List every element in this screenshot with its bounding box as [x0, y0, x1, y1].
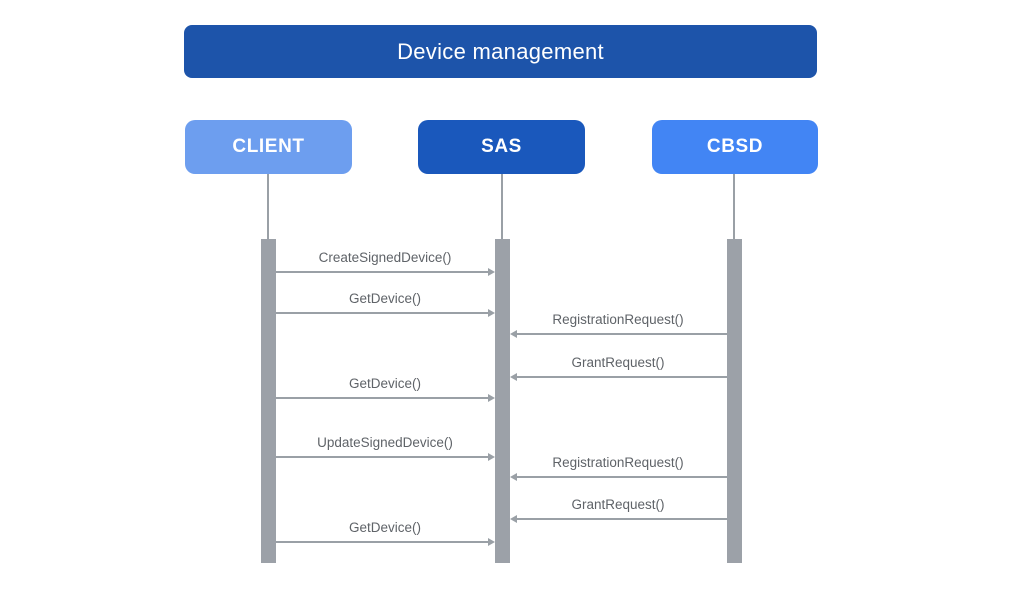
actor-label-sas: SAS	[481, 136, 522, 157]
activation-bar-cbsd	[726, 239, 742, 563]
actor-box-cbsd: CBSD	[652, 120, 818, 174]
arrowhead-4	[487, 394, 495, 402]
arrowhead-7	[509, 515, 517, 523]
diagram-title-bar: Device management	[184, 25, 817, 78]
message-label-3: GrantRequest()	[571, 355, 665, 370]
message-line-6	[515, 476, 727, 478]
lifeline-client	[267, 174, 269, 239]
message-line-2	[515, 333, 727, 335]
message-label-0: CreateSignedDevice()	[318, 250, 452, 265]
message-line-3	[515, 376, 727, 378]
arrowhead-6	[509, 473, 517, 481]
arrowhead-1	[487, 309, 495, 317]
message-label-6: RegistrationRequest()	[552, 455, 684, 470]
actor-label-cbsd: CBSD	[706, 136, 764, 157]
activation-bar-client	[260, 239, 276, 563]
message-line-7	[515, 518, 727, 520]
lifeline-cbsd	[733, 174, 735, 239]
message-line-4	[275, 397, 489, 399]
message-line-1	[275, 312, 489, 314]
message-label-4: GetDevice()	[348, 376, 421, 391]
arrowhead-3	[509, 373, 517, 381]
message-label-7: GrantRequest()	[571, 497, 665, 512]
message-line-0	[275, 271, 489, 273]
activation-bar-sas	[494, 239, 510, 563]
message-label-5: UpdateSignedDevice()	[317, 435, 453, 450]
message-line-8	[275, 541, 489, 543]
arrowhead-0	[487, 268, 495, 276]
message-line-5	[275, 456, 489, 458]
arrowhead-8	[487, 538, 495, 546]
diagram-title: Device management	[397, 38, 604, 64]
lifeline-sas	[501, 174, 503, 239]
actor-box-client: CLIENT	[185, 120, 352, 174]
message-label-8: GetDevice()	[348, 520, 421, 535]
message-label-2: RegistrationRequest()	[552, 312, 684, 327]
actor-box-sas: SAS	[418, 120, 585, 174]
arrowhead-2	[509, 330, 517, 338]
message-label-1: GetDevice()	[348, 291, 421, 306]
arrowhead-5	[487, 453, 495, 461]
actor-label-client: CLIENT	[232, 136, 305, 157]
